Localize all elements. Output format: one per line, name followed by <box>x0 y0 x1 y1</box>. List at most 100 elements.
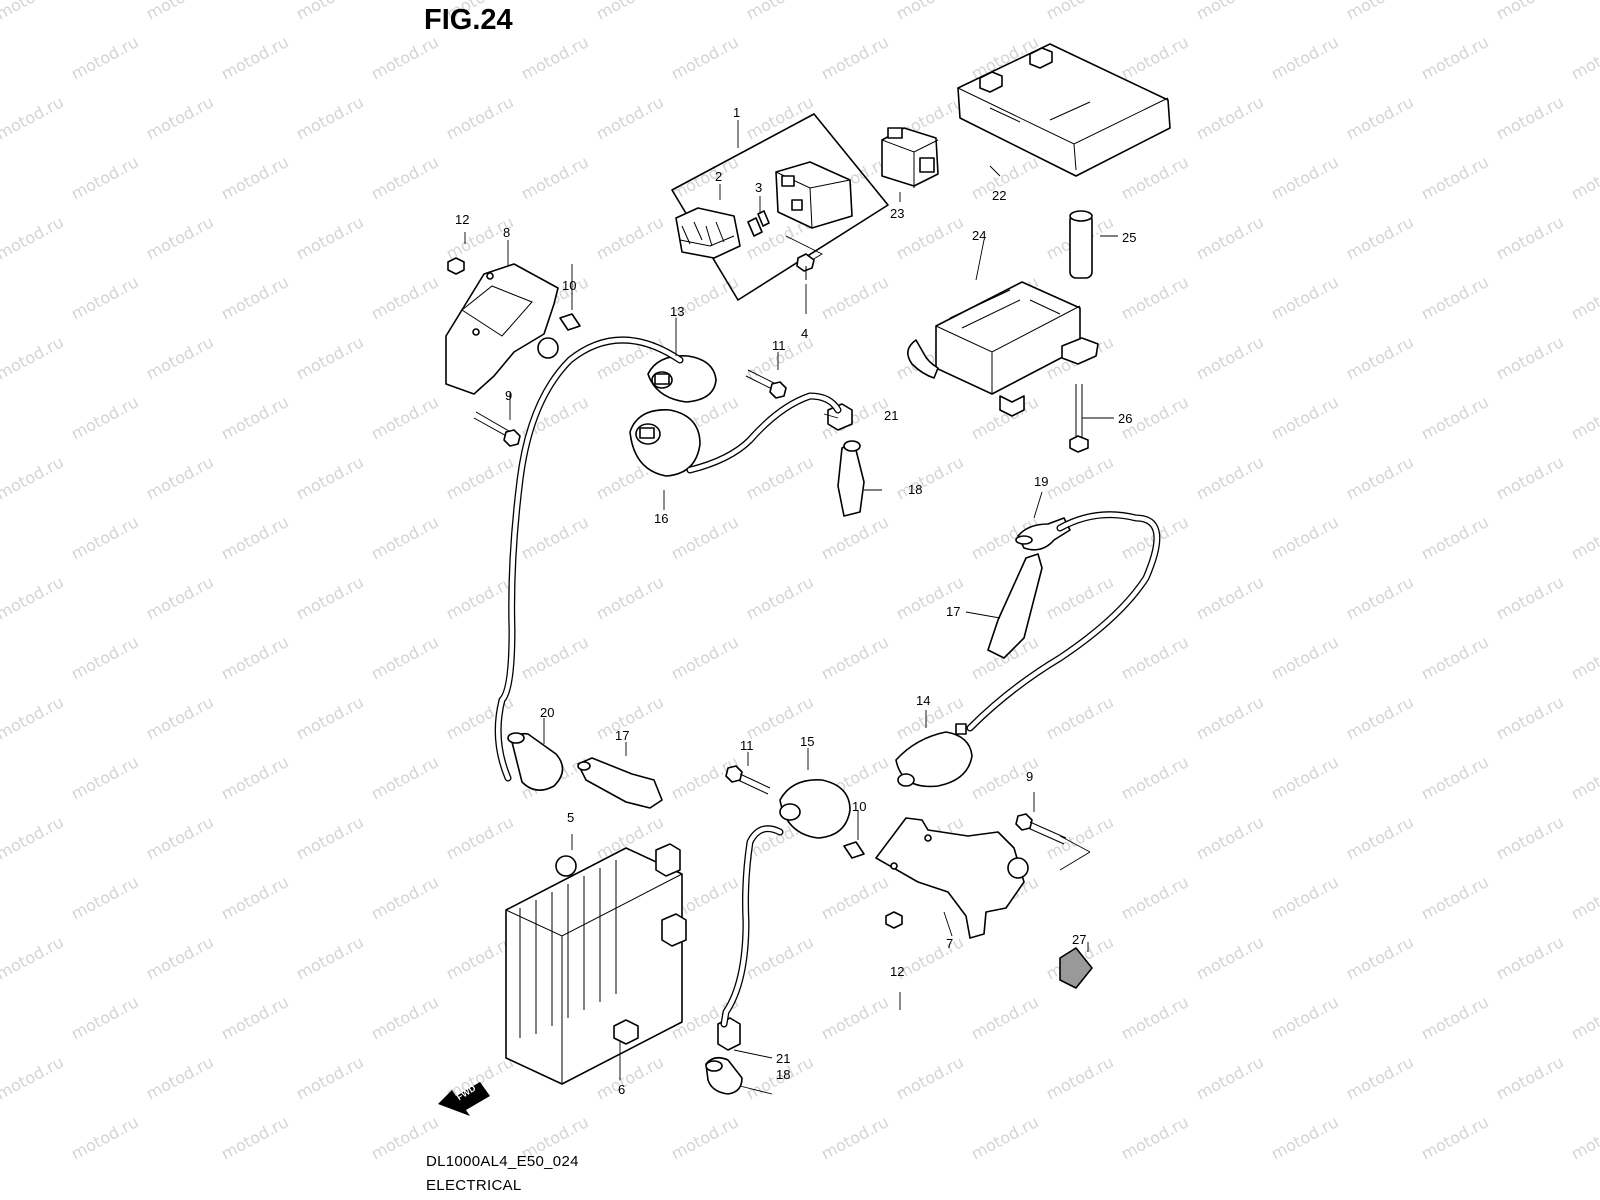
watermark-text: motod.ru <box>143 1052 217 1103</box>
watermark-text: motod.ru <box>368 632 442 683</box>
watermark-text: motod.ru <box>218 152 292 203</box>
part-23-sensor <box>881 127 939 188</box>
watermark-text: motod.ru <box>1268 752 1342 803</box>
watermark-text: motod.ru <box>1043 0 1117 24</box>
watermark-text: motod.ru <box>368 992 442 1043</box>
watermark-text: motod.ru <box>1493 1052 1567 1103</box>
watermark-text: motod.ru <box>1268 512 1342 563</box>
watermark-text: motod.ru <box>1568 992 1600 1043</box>
watermark-text: motod.ru <box>818 272 892 323</box>
watermark-text: motod.ru <box>368 872 442 923</box>
watermark-text: motod.ru <box>1193 212 1267 263</box>
watermark-text: motod.ru <box>1118 1112 1192 1163</box>
watermark-text: motod.ru <box>1343 932 1417 983</box>
part-7-bracket <box>875 817 1029 939</box>
callout-numbers: 1 2 3 4 23 22 24 25 26 12 8 10 13 11 9 2… <box>455 105 1136 1097</box>
watermark-text: motod.ru <box>293 452 367 503</box>
watermark-text: motod.ru <box>443 452 517 503</box>
watermark-text: motod.ru <box>1418 992 1492 1043</box>
watermark-text: motod.ru <box>293 0 367 24</box>
watermark-text: motod.ru <box>0 1052 67 1103</box>
watermark-text: motod.ru <box>1418 1112 1492 1163</box>
watermark-text: motod.ru <box>1193 572 1267 623</box>
watermark-text: motod.ru <box>1043 572 1117 623</box>
watermark-text: motod.ru <box>968 1112 1042 1163</box>
part-2-fuse-box <box>675 207 741 259</box>
watermark-text: motod.ru <box>893 1052 967 1103</box>
watermark-text: motod.ru <box>1568 752 1600 803</box>
part-11-bolt <box>745 369 787 399</box>
watermark-text: motod.ru <box>68 1112 142 1163</box>
watermark-text: motod.ru <box>1118 632 1192 683</box>
watermark-text: motod.ru <box>293 932 367 983</box>
watermark-text: motod.ru <box>1193 932 1267 983</box>
callout-4: 4 <box>801 326 808 341</box>
watermark-text: motod.ru <box>143 92 217 143</box>
watermark-text: motod.ru <box>293 212 367 263</box>
watermark-text: motod.ru <box>1268 32 1342 83</box>
watermark-text: motod.ru <box>0 812 67 863</box>
watermark-text: motod.ru <box>143 0 217 24</box>
watermark-text: motod.ru <box>218 512 292 563</box>
watermark-text: motod.ru <box>68 752 142 803</box>
watermark-text: motod.ru <box>1268 992 1342 1043</box>
watermark-text: motod.ru <box>68 392 142 443</box>
callout-3: 3 <box>755 180 762 195</box>
watermark-text: motod.ru <box>68 512 142 563</box>
watermark-text: motod.ru <box>218 32 292 83</box>
watermark-text: motod.ru <box>818 512 892 563</box>
watermark-text: motod.ru <box>1418 152 1492 203</box>
watermark-text: motod.ru <box>1193 92 1267 143</box>
callout-17-right: 17 <box>946 604 960 619</box>
watermark-text: motod.ru <box>1193 0 1267 24</box>
part-11-bolt-lower <box>725 765 771 795</box>
watermark-text: motod.ru <box>1418 32 1492 83</box>
watermark-text: motod.ru <box>1418 752 1492 803</box>
watermark-text: motod.ru <box>1343 692 1417 743</box>
high-tension-cords <box>494 336 1161 1028</box>
watermark-text: motod.ru <box>1193 1052 1267 1103</box>
watermark-text: motod.ru <box>1193 332 1267 383</box>
callout-12-top: 12 <box>455 212 469 227</box>
callout-26: 26 <box>1118 411 1132 426</box>
watermark-text: motod.ru <box>1343 332 1417 383</box>
figure-title: FIG.24 <box>424 4 513 36</box>
part-1-relay-kit <box>671 113 889 301</box>
watermark-text: motod.ru <box>668 512 742 563</box>
callout-6: 6 <box>618 1082 625 1097</box>
watermark-text: motod.ru <box>218 632 292 683</box>
watermark-text: motod.ru <box>293 812 367 863</box>
callout-1: 1 <box>733 105 740 120</box>
leader-lines <box>464 120 1118 1095</box>
watermark-text: motod.ru <box>0 452 67 503</box>
watermark-text: motod.ru <box>68 632 142 683</box>
callout-18-lower: 18 <box>776 1067 790 1082</box>
callout-7: 7 <box>946 936 953 951</box>
part-24-fuse-holder <box>907 281 1099 417</box>
watermark-text: motod.ru <box>1568 392 1600 443</box>
watermark-text: motod.ru <box>1268 632 1342 683</box>
part-22-ecm <box>957 43 1171 177</box>
part-18-plug-cap <box>837 440 865 517</box>
callout-13: 13 <box>670 304 684 319</box>
watermark-text: motod.ru <box>593 692 667 743</box>
watermark-text: motod.ru <box>518 512 592 563</box>
watermark-text: motod.ru <box>1193 812 1267 863</box>
watermark-text: motod.ru <box>1493 452 1567 503</box>
part-3-fuse <box>747 210 770 237</box>
watermark-text: motod.ru <box>818 992 892 1043</box>
part-6-nut <box>613 1019 639 1045</box>
watermark-text: motod.ru <box>1418 392 1492 443</box>
watermark-text: motod.ru <box>1493 692 1567 743</box>
watermark-text: motod.ru <box>1418 632 1492 683</box>
watermark-text: motod.ru <box>1343 0 1417 24</box>
callout-22: 22 <box>992 188 1006 203</box>
callout-19: 19 <box>1034 474 1048 489</box>
watermark-text: motod.ru <box>1043 452 1117 503</box>
watermark-text: motod.ru <box>143 332 217 383</box>
watermark-text: motod.ru <box>1118 272 1192 323</box>
callout-14: 14 <box>916 693 930 708</box>
watermark-text: motod.ru <box>0 212 67 263</box>
watermark-text: motod.ru <box>1343 812 1417 863</box>
